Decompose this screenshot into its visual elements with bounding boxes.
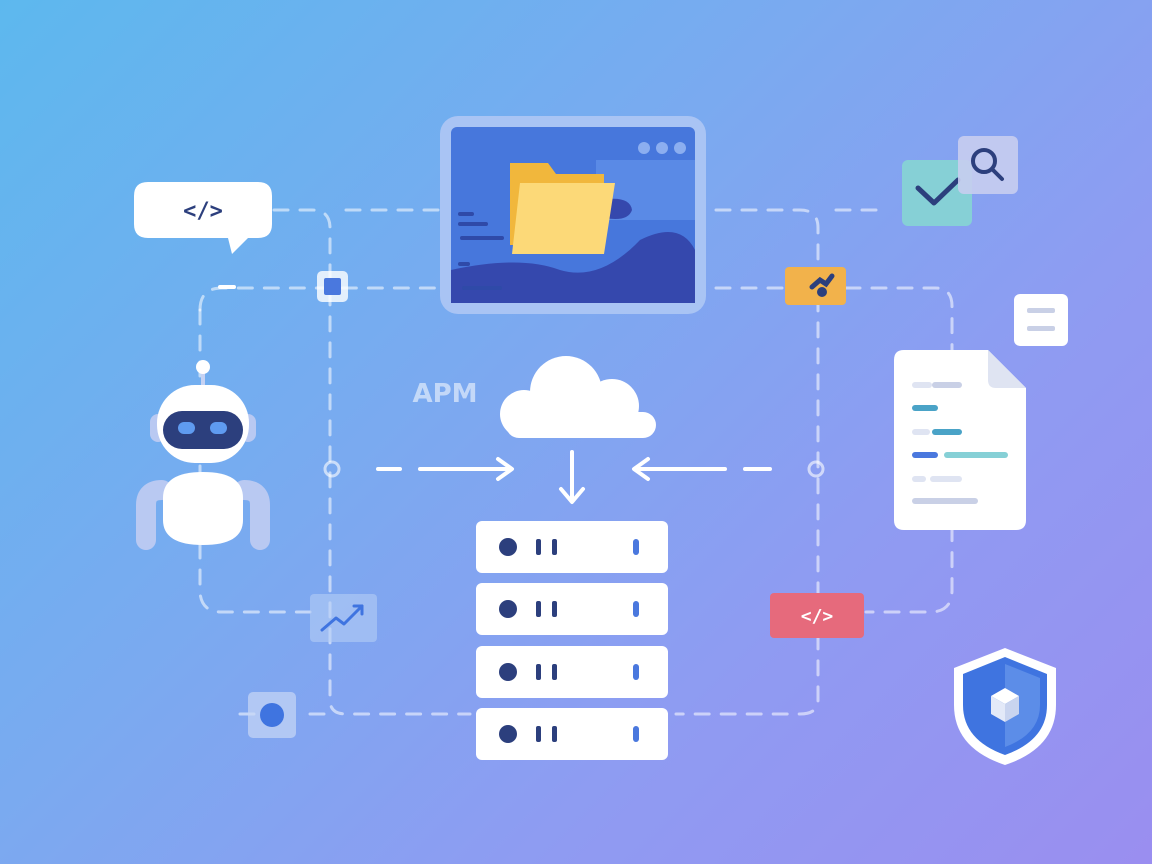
cloud-icon: [500, 356, 656, 438]
code-tag-label: </>: [801, 606, 834, 627]
chart-icon: [310, 594, 377, 642]
folder-window-icon: [440, 116, 706, 314]
note-card: [1014, 294, 1068, 346]
server-unit: [476, 708, 668, 760]
circle-node-icon: [248, 692, 296, 738]
flow-arrows: [378, 452, 770, 502]
code-bubble-label: </>: [183, 199, 223, 224]
search-icon: [958, 136, 1018, 194]
code-tag-red: </>: [770, 593, 864, 638]
apm-label: APM: [412, 379, 477, 409]
server-stack-icon: [476, 521, 668, 760]
server-unit: [476, 521, 668, 573]
code-bubble: </>: [134, 182, 272, 254]
square-node: [317, 271, 348, 302]
shield-icon: [954, 648, 1056, 765]
robot-icon: [146, 360, 260, 545]
orange-tag: [785, 267, 846, 305]
document-icon: [894, 350, 1026, 530]
server-unit: [476, 646, 668, 698]
server-unit: [476, 583, 668, 635]
